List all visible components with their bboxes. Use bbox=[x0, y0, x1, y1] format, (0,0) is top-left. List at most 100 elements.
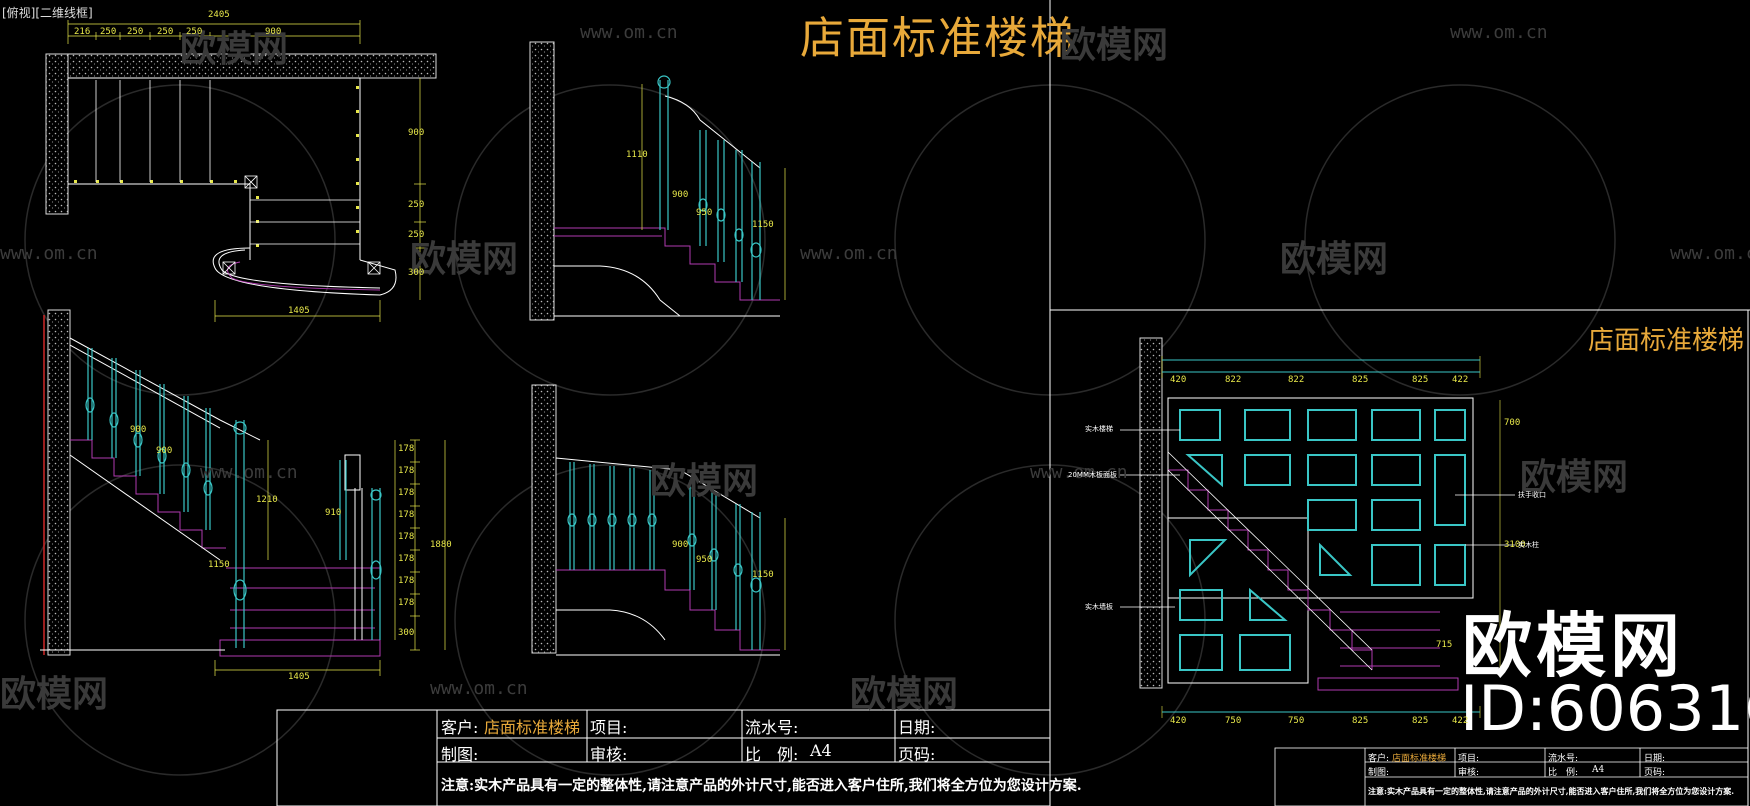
drawn-label: 制图: bbox=[1368, 768, 1390, 778]
brand-logo: 欧模网 bbox=[1462, 605, 1684, 687]
panel-elevation-view bbox=[1120, 337, 1515, 718]
watermark-site: www.om.cn bbox=[1450, 22, 1548, 43]
project-label: 项目: bbox=[1458, 754, 1480, 764]
dim-label: 750 bbox=[1225, 716, 1242, 726]
dim-label: 1110 bbox=[626, 150, 648, 160]
dim-label: 950 bbox=[696, 208, 713, 218]
review-label: 审核: bbox=[1458, 768, 1480, 778]
serial-label: 流水号: bbox=[1548, 754, 1579, 764]
scale-label: 比 例: bbox=[745, 745, 799, 764]
callout-label: 实木墙板 bbox=[1085, 603, 1113, 611]
dim-label: 250 bbox=[408, 230, 425, 240]
dim-label: 250 bbox=[408, 200, 425, 210]
dim-label: 825 bbox=[1412, 375, 1429, 385]
watermark-site: www.om.cn bbox=[200, 462, 298, 483]
dim-label: 900 bbox=[156, 446, 173, 456]
watermark-circles bbox=[24, 84, 1616, 776]
dim-label: 420 bbox=[1170, 716, 1187, 726]
watermark-site: www.om.cn bbox=[430, 678, 528, 699]
watermark-site: www.om.cn bbox=[1030, 462, 1128, 483]
dim-label: 2405 bbox=[208, 10, 230, 20]
client-value: 店面标准楼梯 bbox=[484, 718, 581, 737]
dim-label: 700 bbox=[1504, 418, 1521, 428]
dim-label: 715 bbox=[1436, 640, 1453, 650]
dim-label: 900 bbox=[408, 128, 425, 138]
watermark-site: www.om.cn bbox=[580, 22, 678, 43]
watermark-site: www.om.cn bbox=[0, 243, 98, 264]
dim-label: 250 bbox=[157, 27, 174, 37]
dim-label: 300 bbox=[408, 268, 425, 278]
title-block-note: 注意:实木产品具有一定的整体性,请注意产品的外计尺寸,能否进入客户住所,我们将全… bbox=[1368, 786, 1735, 796]
dim-label: 178 bbox=[398, 444, 415, 454]
dim-label: 825 bbox=[1352, 716, 1369, 726]
viewport-label[interactable]: [俯视][二维线框] bbox=[2, 6, 93, 20]
dim-label: 1150 bbox=[752, 570, 774, 580]
dim-label: 178 bbox=[398, 488, 415, 498]
dim-label: 178 bbox=[398, 598, 415, 608]
project-label: 项目: bbox=[590, 718, 628, 737]
dim-label: 1150 bbox=[752, 220, 774, 230]
sheet-frames bbox=[1049, 0, 1750, 806]
watermark-logo: 欧模网 bbox=[850, 674, 959, 715]
serial-label: 流水号: bbox=[745, 718, 799, 737]
brand-id: ID:606316 bbox=[1460, 672, 1750, 745]
page-label: 页码: bbox=[898, 745, 936, 764]
scale-value: A4 bbox=[1592, 765, 1605, 775]
side-view bbox=[531, 384, 786, 656]
elevation-view-a bbox=[40, 309, 446, 676]
dim-label: 420 bbox=[1170, 375, 1187, 385]
callout-label: 实木柱 bbox=[1518, 541, 1539, 549]
dim-label: 825 bbox=[1412, 716, 1429, 726]
watermark-logo: 欧模网 bbox=[1060, 25, 1169, 66]
watermark-logo: 欧模网 bbox=[1520, 457, 1629, 498]
dim-label: 422 bbox=[1452, 375, 1469, 385]
dim-label: 250 bbox=[186, 27, 203, 37]
watermark-logo: 欧模网 bbox=[0, 674, 109, 715]
dim-label: 900 bbox=[672, 540, 689, 550]
dim-label: 178 bbox=[398, 532, 415, 542]
dim-label: 825 bbox=[1352, 375, 1369, 385]
watermark-logo: 欧模网 bbox=[180, 29, 289, 70]
dim-label: 950 bbox=[696, 555, 713, 565]
date-label: 日期: bbox=[898, 718, 936, 737]
dim-label: 250 bbox=[127, 27, 144, 37]
dim-label: 910 bbox=[325, 508, 342, 518]
dim-label: 822 bbox=[1288, 375, 1305, 385]
client-value: 店面标准楼梯 bbox=[1392, 754, 1447, 764]
dim-label: 178 bbox=[398, 576, 415, 586]
watermark-site: www.om.cn bbox=[1670, 243, 1750, 264]
dim-label: 216 bbox=[74, 27, 91, 37]
title-block-main bbox=[276, 709, 1051, 806]
client-label: 客户: bbox=[1368, 754, 1390, 764]
dim-label: 178 bbox=[398, 466, 415, 476]
dim-label: 1150 bbox=[208, 560, 230, 570]
scale-label: 比 例: bbox=[1548, 768, 1579, 778]
dim-label: 900 bbox=[265, 27, 282, 37]
date-label: 日期: bbox=[1644, 754, 1666, 764]
dim-label: 300 bbox=[398, 628, 415, 638]
title-block-small bbox=[1274, 747, 1749, 806]
client-label: 客户: bbox=[441, 718, 479, 737]
secondary-title: 店面标准楼梯 bbox=[1588, 326, 1745, 356]
watermark-site: www.om.cn bbox=[800, 243, 898, 264]
dim-label: 1210 bbox=[256, 495, 278, 505]
page-label: 页码: bbox=[1644, 768, 1666, 778]
dim-label: 822 bbox=[1225, 375, 1242, 385]
drawn-label: 制图: bbox=[441, 745, 479, 764]
dim-label: 250 bbox=[100, 27, 117, 37]
callout-label: 扶手收口 bbox=[1518, 491, 1546, 499]
dim-label: 178 bbox=[398, 554, 415, 564]
main-title: 店面标准楼梯 bbox=[800, 13, 1076, 64]
dim-label: 1405 bbox=[288, 306, 310, 316]
watermark-logo: 欧模网 bbox=[410, 239, 519, 280]
watermark-logo: 欧模网 bbox=[1280, 239, 1389, 280]
dim-label: 178 bbox=[398, 510, 415, 520]
dim-label: 1880 bbox=[430, 540, 452, 550]
watermark-logo: 欧模网 bbox=[650, 461, 759, 502]
front-view-small bbox=[529, 41, 786, 321]
plan-view bbox=[45, 20, 437, 322]
dim-label: 750 bbox=[1288, 716, 1305, 726]
review-label: 审核: bbox=[590, 745, 628, 764]
dim-label: 3100 bbox=[1504, 540, 1526, 550]
